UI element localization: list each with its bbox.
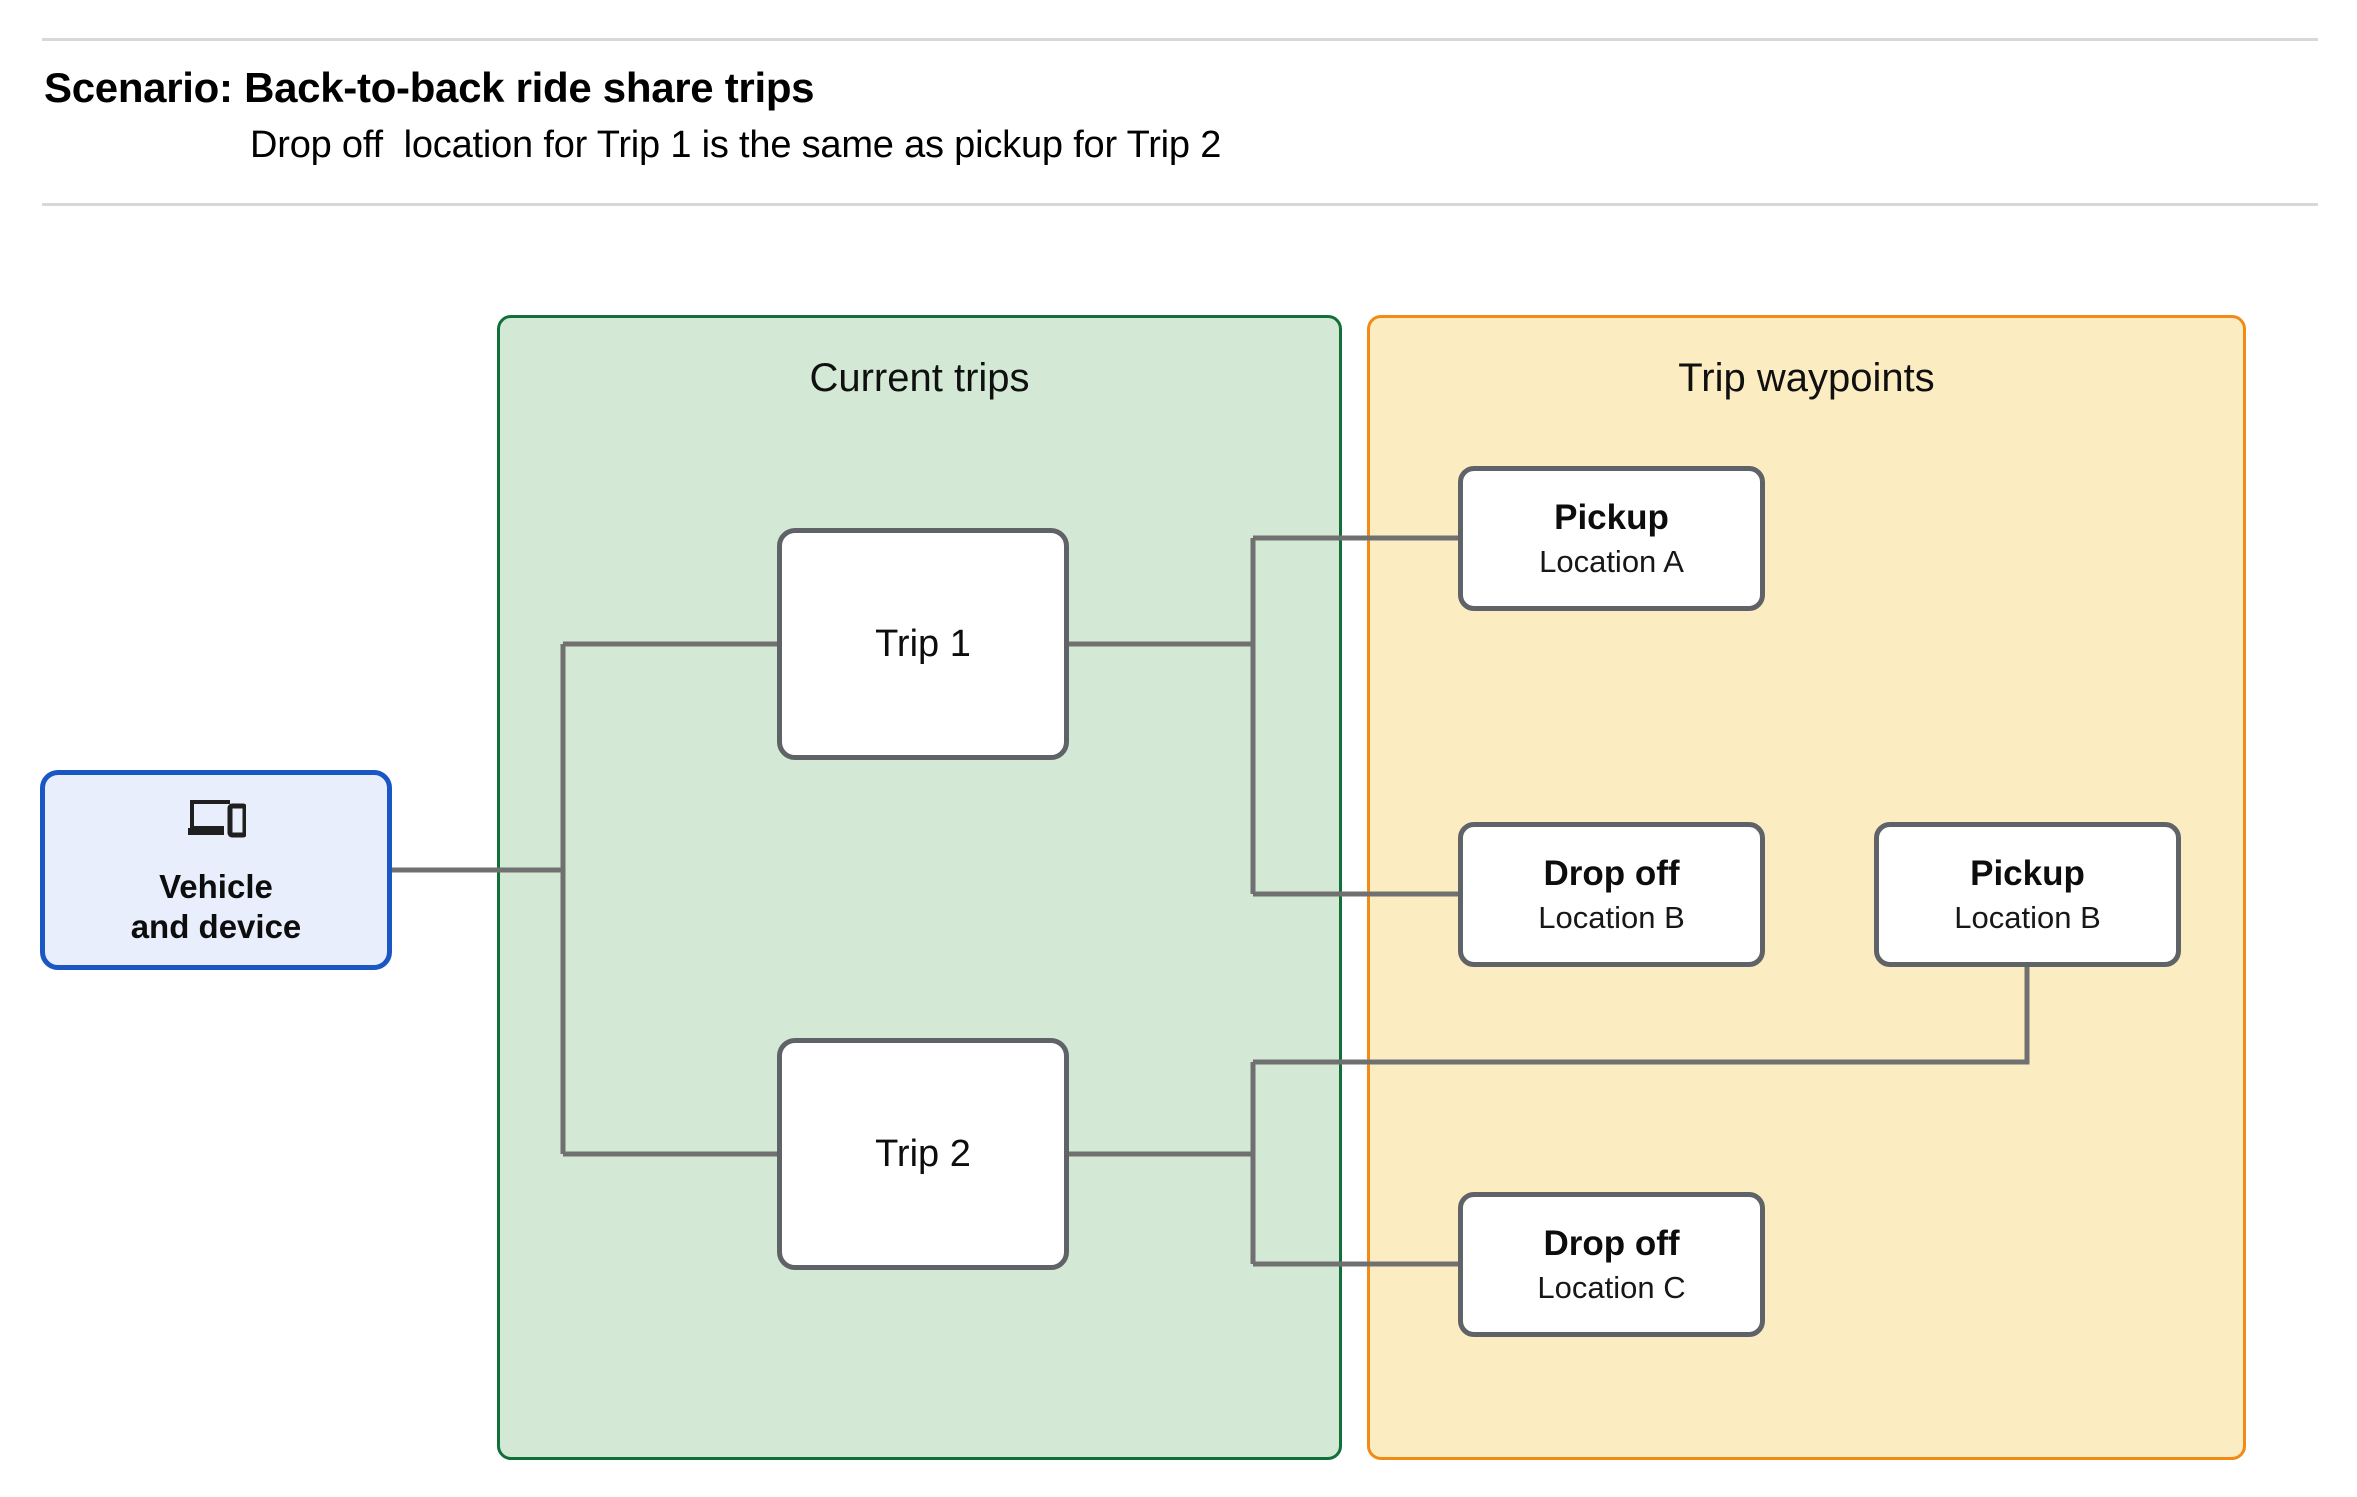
- waypoint-location: Location B: [1538, 899, 1685, 935]
- waypoint-title: Pickup: [1970, 853, 2085, 893]
- devices-icon: [186, 797, 248, 841]
- waypoint-title: Pickup: [1554, 497, 1669, 537]
- node-waypoint-pickup-a[interactable]: Pickup Location A: [1458, 466, 1765, 611]
- waypoint-location: Location C: [1537, 1269, 1686, 1305]
- header-divider-bottom: [42, 203, 2318, 206]
- page-title: Scenario: Back-to-back ride share trips: [44, 64, 815, 111]
- node-waypoint-dropoff-b[interactable]: Drop off Location B: [1458, 822, 1765, 967]
- node-waypoint-pickup-b[interactable]: Pickup Location B: [1874, 822, 2181, 967]
- node-trip-2[interactable]: Trip 2: [777, 1038, 1069, 1270]
- header-divider-top: [42, 38, 2318, 41]
- waypoint-title: Drop off: [1543, 853, 1680, 893]
- vehicle-and-device-label: Vehicle and device: [130, 867, 302, 945]
- trip-2-label: Trip 2: [875, 1132, 971, 1175]
- node-trip-1[interactable]: Trip 1: [777, 528, 1069, 760]
- group-trip-waypoints-title: Trip waypoints: [1678, 356, 1935, 400]
- node-vehicle-and-device[interactable]: Vehicle and device: [40, 770, 392, 970]
- node-waypoint-dropoff-c[interactable]: Drop off Location C: [1458, 1192, 1765, 1337]
- waypoint-title: Drop off: [1543, 1223, 1680, 1263]
- page-subtitle: Drop off location for Trip 1 is the same…: [250, 124, 1222, 166]
- group-current-trips-title: Current trips: [809, 356, 1030, 400]
- group-current-trips: Current trips: [497, 315, 1342, 1460]
- waypoint-location: Location B: [1954, 899, 2101, 935]
- trip-1-label: Trip 1: [875, 622, 971, 665]
- waypoint-location: Location A: [1539, 543, 1684, 579]
